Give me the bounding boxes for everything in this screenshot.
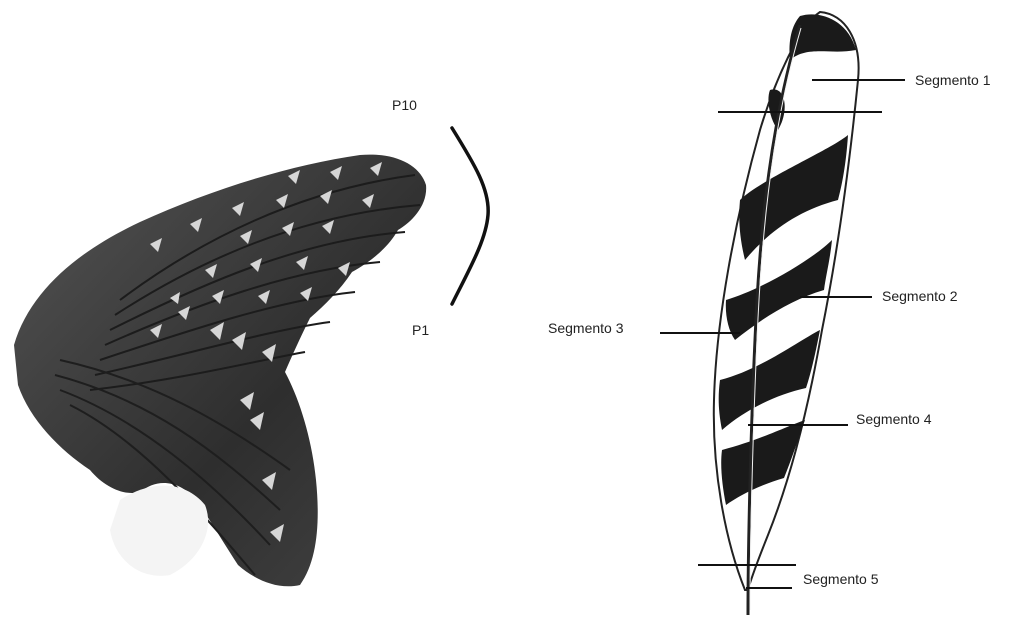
label-segmento-3: Segmento 3 (548, 320, 624, 336)
label-segmento-5: Segmento 5 (803, 571, 879, 587)
label-segmento-2: Segmento 2 (882, 288, 958, 304)
wing-body (14, 155, 426, 587)
wing-base-highlight (110, 486, 208, 576)
label-segmento-1: Segmento 1 (915, 72, 991, 88)
bracket-curve (452, 128, 488, 304)
label-p1: P1 (412, 322, 429, 338)
label-segmento-4: Segmento 4 (856, 411, 932, 427)
wing-illustration (14, 155, 426, 587)
label-p10: P10 (392, 97, 417, 113)
feather-illustration: Segmento 1 Segmento 2 Segmento 3 Segment… (548, 12, 991, 615)
